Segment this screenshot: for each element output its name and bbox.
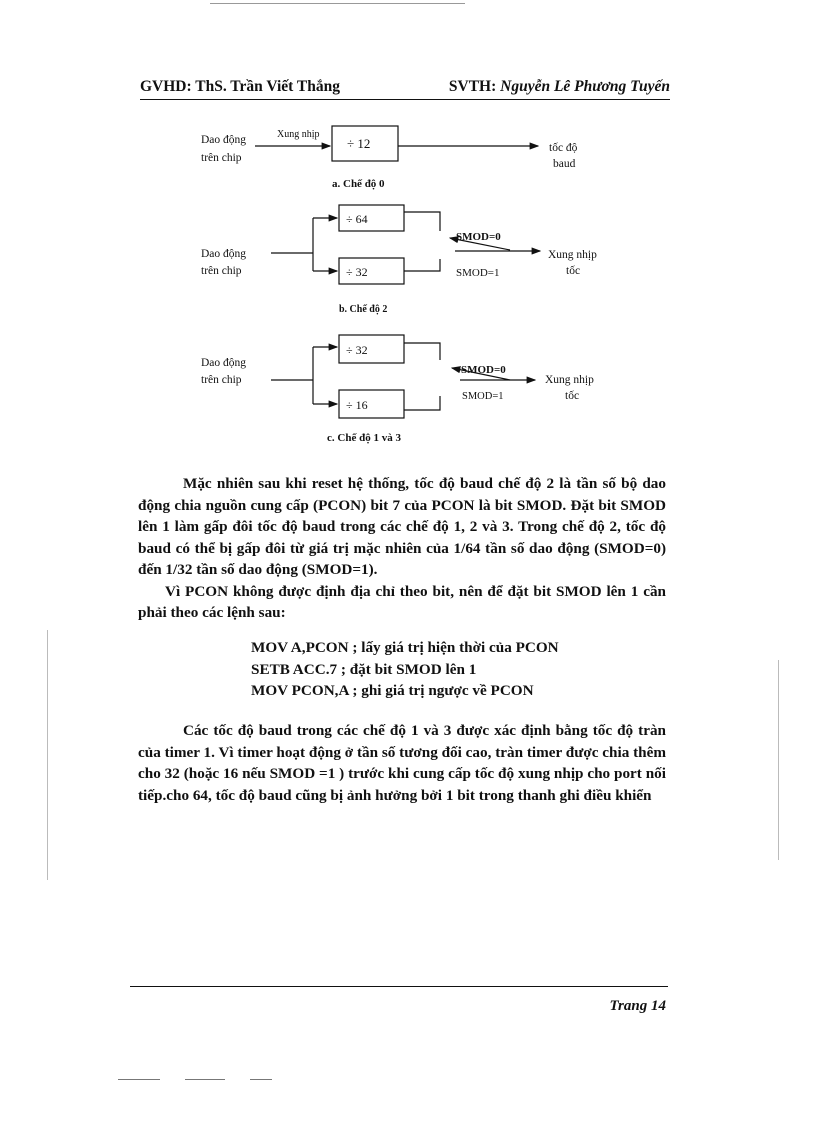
footer-rule	[130, 986, 668, 987]
diagram-c-box-top-label: ÷ 32	[346, 343, 368, 357]
diagram-c-switch	[450, 366, 511, 381]
diagram-b-box-top	[338, 204, 405, 232]
diagram-c-box-top	[338, 334, 405, 364]
diagram-a-source-line2: trên chip	[201, 152, 242, 164]
code-block: MOV A,PCON ; lấy giá trị hiện thời của P…	[251, 637, 559, 702]
diagram-b-switch	[448, 236, 511, 251]
diagram-a-source-line1: Dao động	[201, 134, 246, 146]
diagram-c-top-lead	[404, 342, 441, 360]
diagram-b-caption: b. Chế độ 2	[339, 304, 387, 315]
body-paragraph-1-block: Mặc nhiên sau khi reset hệ thống, tốc độ…	[138, 473, 666, 624]
page-number: Trang 14	[609, 998, 666, 1014]
diagram-mode-1-3: Dao động trên chip ÷ 32 ÷ 16 SMOD=0 SMOD…	[201, 334, 594, 444]
diagram-c-bottom-lead	[404, 396, 441, 411]
body-paragraph-2: Vì PCON không được định địa chỉ theo bit…	[138, 582, 666, 622]
diagram-b-box-top-label: ÷ 64	[346, 212, 368, 226]
diagram-a-caption: a. Chế độ 0	[332, 178, 385, 190]
diagram-a-divider-box	[331, 125, 399, 162]
diagram-c-box-bottom-label: ÷ 16	[346, 398, 368, 412]
diagram-a-box-label: ÷ 12	[347, 136, 370, 151]
diagram-c-source-line2: trên chip	[201, 374, 242, 386]
diagram-a-output-line1: tốc độ	[549, 141, 578, 154]
header-student: SVTH: Nguyễn Lê Phương Tuyến	[449, 78, 670, 96]
scan-bottom-mark-3	[250, 1079, 272, 1080]
diagram-a-arrow-label: Xung nhịp	[277, 129, 320, 140]
diagram-b-source-line1: Dao động	[201, 248, 246, 260]
diagram-mode-2: Dao động trên chip ÷ 64 ÷ 32 SMOD=0 SMOD…	[201, 204, 597, 315]
scan-margin-line-left	[47, 630, 48, 880]
scan-bottom-mark-2	[185, 1079, 225, 1080]
diagram-c-switch-bottom: SMOD=1	[462, 391, 504, 402]
header-rule	[140, 99, 670, 100]
scan-margin-line-right	[778, 660, 779, 860]
body-paragraph-3-block: Các tốc độ baud trong các chế độ 1 và 3 …	[138, 720, 666, 806]
code-line-1: MOV A,PCON ; lấy giá trị hiện thời của P…	[251, 639, 559, 656]
diagram-mode-0: Dao động trên chip Xung nhịp ÷ 12 tốc độ…	[201, 125, 578, 190]
code-line-3: MOV PCON,A ; ghi giá trị ngược về PCON	[251, 682, 534, 699]
diagram-b-source-line2: trên chip	[201, 265, 242, 277]
diagram-b-box-bottom-label: ÷ 32	[346, 265, 368, 279]
diagram-c-source-line1: Dao động	[201, 357, 246, 369]
code-line-2: SETB ACC.7 ; đặt bit SMOD lên 1	[251, 660, 477, 678]
body-paragraph-1: Mặc nhiên sau khi reset hệ thống, tốc độ…	[138, 475, 666, 578]
diagram-b-output-line2: tốc	[566, 264, 580, 277]
header-student-prefix: SVTH:	[448, 78, 501, 95]
diagram-b-output-line1: Xung nhịp	[548, 249, 597, 261]
diagram-b-switch-top: SMOD=0	[456, 231, 501, 243]
scan-bottom-mark-1	[118, 1079, 160, 1080]
diagram-a-output-line2: baud	[553, 158, 576, 170]
body-paragraph-3: Các tốc độ baud trong các chế độ 1 và 3 …	[138, 722, 666, 804]
header-advisor: GVHD: ThS. Trần Viết Thắng	[140, 78, 340, 95]
diagram-c-caption: c. Chế độ 1 và 3	[327, 432, 401, 444]
diagram-c-box-bottom	[338, 389, 405, 419]
top-scan-line	[210, 3, 465, 4]
diagram-c-output-line2: tốc	[565, 389, 579, 402]
diagram-b-switch-bottom: SMOD=1	[456, 267, 500, 279]
page-header: GVHD: ThS. Trần Viết Thắng SVTH: Nguyễn …	[140, 78, 670, 100]
header-student-name: Nguyễn Lê Phương Tuyến	[500, 78, 670, 95]
baud-rate-diagrams: Dao động trên chip Xung nhịp ÷ 12 tốc độ…	[201, 125, 597, 444]
diagram-b-bottom-lead	[404, 259, 441, 272]
diagram-c-output-line1: Xung nhịp	[545, 374, 594, 386]
diagram-b-top-lead	[404, 211, 441, 231]
diagram-c-switch-top: SMOD=0	[461, 364, 506, 376]
